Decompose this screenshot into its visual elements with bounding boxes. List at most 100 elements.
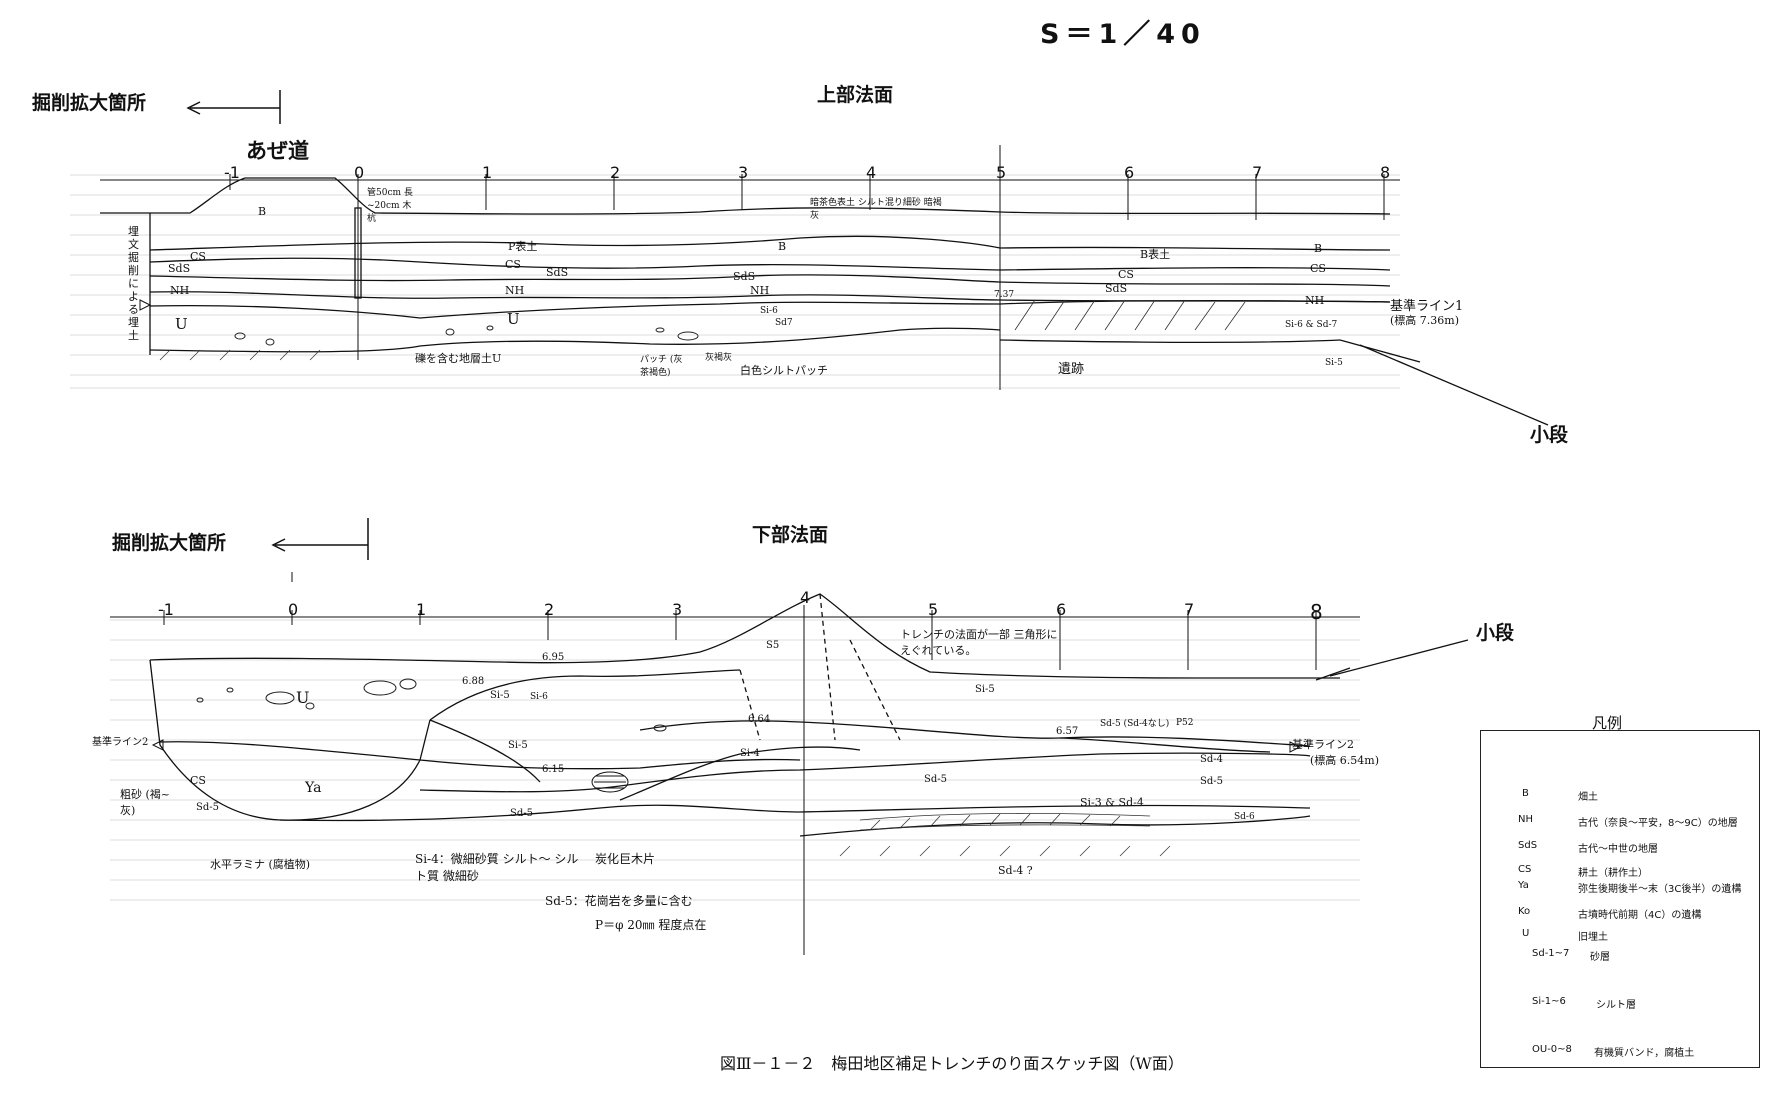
lower-tick: 3 xyxy=(672,600,683,619)
legend-code: SdS xyxy=(1518,840,1538,851)
si6-sd7-note: Si-6 & Sd-7 xyxy=(1285,320,1338,330)
layer-label: NH xyxy=(170,284,190,297)
legend-title: 凡例 xyxy=(1592,714,1623,732)
upper-tick: 0 xyxy=(354,163,365,182)
lower-ref-triangle-right xyxy=(1289,741,1302,753)
lower-tick: 4 xyxy=(800,588,811,607)
legend-desc: 弥生後期後半～末（3C後半）の遺構 xyxy=(1578,884,1742,895)
layer-label: B xyxy=(1314,242,1323,255)
charcoal-note: 炭化巨木片 xyxy=(595,852,656,866)
upper-layers xyxy=(100,177,1549,426)
sd4q-note: Sd-4 ? xyxy=(998,864,1033,877)
legend-desc: 砂層 xyxy=(1590,952,1610,963)
lower-tick: 0 xyxy=(288,600,299,619)
layer-label: S5 xyxy=(766,640,780,651)
legend-desc: 古代（奈良～平安，8～9C）の地層 xyxy=(1578,818,1738,829)
lower-baseline xyxy=(110,572,1360,955)
legend-code: Si-1~6 xyxy=(1532,996,1566,1007)
lower-elevation: 6.64 xyxy=(748,714,771,725)
lower-step-label: 小段 xyxy=(1476,622,1515,644)
figure-caption: 図Ⅲ－１－２ 梅田地区補足トレンチのり面スケッチ図（W面） xyxy=(720,1054,1184,1073)
si6-note: Si-6 xyxy=(760,306,778,316)
patch-note: パッチ (灰茶褐色) xyxy=(640,355,683,378)
lower-organic-band xyxy=(859,812,1151,831)
layer-label: Sd-6 xyxy=(1234,812,1255,822)
layer-label: CS xyxy=(1310,262,1326,275)
lower-base-hatch xyxy=(839,845,1171,857)
layer-label: NH xyxy=(750,284,770,297)
layer-label: B xyxy=(778,240,787,253)
layer-label: SdS xyxy=(733,270,756,283)
upper-stones xyxy=(234,325,699,346)
upper-tick: 1 xyxy=(482,163,493,182)
lamina-note: 水平ラミナ (腐植物) xyxy=(210,858,311,871)
lower-tick: 1 xyxy=(416,600,427,619)
layer-label: CS xyxy=(190,774,206,787)
layer-label: SdS xyxy=(168,262,191,275)
lower-tick: 8 xyxy=(1310,600,1323,624)
layer-label: B xyxy=(258,205,267,218)
layer-label: Sd-5 xyxy=(510,808,533,819)
legend-code: NH xyxy=(1518,814,1533,825)
layer-label: SdS xyxy=(1105,282,1128,295)
layer-label: CS xyxy=(505,258,521,271)
legend-desc: 旧埋土 xyxy=(1578,932,1608,943)
si3-sd4-note: Si-3 & Sd-4 xyxy=(1080,796,1144,809)
lower-expansion-label: 掘削拡大箇所 xyxy=(112,532,227,554)
layer-label: Si-5 xyxy=(508,740,528,751)
ref-line-1: 基準ライン1 xyxy=(1390,299,1464,314)
sd5-note: Sd-5：花崗岩を多量に含む xyxy=(545,894,693,908)
upper-tick: 3 xyxy=(738,163,749,182)
legend-code: B xyxy=(1522,788,1529,799)
blue-gray-note: 灰褐灰 xyxy=(705,353,733,363)
si4-note: Si-4：微細砂質 シルト～ シルト質 微細砂 xyxy=(415,852,579,883)
topsoil-note: 暗茶色表土 シルト混り細砂 暗褐灰 xyxy=(810,198,942,221)
upper-title: 上部法面 xyxy=(817,84,894,106)
sd5-no-note: Sd-5 (Sd-4なし) xyxy=(1100,719,1170,729)
scale-label: S＝1／40 xyxy=(1040,19,1206,50)
gravel-note: 礫を含む地層土U xyxy=(415,352,502,365)
layer-label: Ya xyxy=(305,780,322,796)
upper-tick: 4 xyxy=(866,163,877,182)
legend-code: Ya xyxy=(1518,880,1529,891)
si5-note: Si-5 xyxy=(1325,358,1343,368)
layer-label: U xyxy=(296,688,310,707)
layer-label: U xyxy=(175,315,188,333)
upper-expansion-arrow xyxy=(186,90,281,124)
layer-label: B表土 xyxy=(1140,248,1171,261)
layer-label: P表土 xyxy=(508,240,538,253)
legend-desc: 古代～中世の地層 xyxy=(1578,844,1658,855)
legend-code: OU-0~8 xyxy=(1532,1044,1572,1055)
lower-elevation: 6.15 xyxy=(542,764,565,775)
legend-desc: 古墳時代前期（4C）の遺構 xyxy=(1578,910,1702,921)
post-note: 管50cm 長~20cm 木杭 xyxy=(367,188,413,224)
sd7-note: Sd7 xyxy=(775,318,793,328)
lower-tick: 7 xyxy=(1184,600,1195,619)
legend-code: CS xyxy=(1518,864,1532,875)
upper-baseline xyxy=(100,145,1400,390)
legend-desc: 有機質バンド，腐植土 xyxy=(1594,1048,1695,1059)
lower-elevation: 6.57 xyxy=(1056,726,1079,737)
layer-label: Si-4 xyxy=(740,748,760,759)
feature-note: 遺跡 xyxy=(1058,362,1085,377)
upper-expansion-label: 掘削拡大箇所 xyxy=(32,92,147,114)
legend-code: Ko xyxy=(1518,906,1531,917)
lower-ref-triangle-left xyxy=(151,739,164,751)
white-silt-note: 白色シルトパッチ xyxy=(740,364,828,377)
ref-line-2: 基準ライン2 xyxy=(1292,738,1354,751)
lower-stones xyxy=(196,678,667,732)
pebble-note: P＝φ 20㎜ 程度点在 xyxy=(595,918,707,932)
layer-label: Si-5 xyxy=(975,684,995,695)
layer-label: CS xyxy=(1118,268,1134,281)
upper-base-hatch xyxy=(159,349,321,361)
legend-code: Sd-1~7 xyxy=(1532,948,1570,959)
legend-desc: シルト層 xyxy=(1596,1000,1636,1011)
lower-title: 下部法面 xyxy=(752,524,829,546)
upper-tick: 5 xyxy=(996,163,1007,182)
upper-ref-triangle xyxy=(139,299,152,311)
legend-desc: 畑土 xyxy=(1578,792,1598,803)
lower-tick: 5 xyxy=(928,600,939,619)
path-label: あぜ道 xyxy=(246,139,309,163)
upper-feature-hatch xyxy=(1014,299,1246,331)
